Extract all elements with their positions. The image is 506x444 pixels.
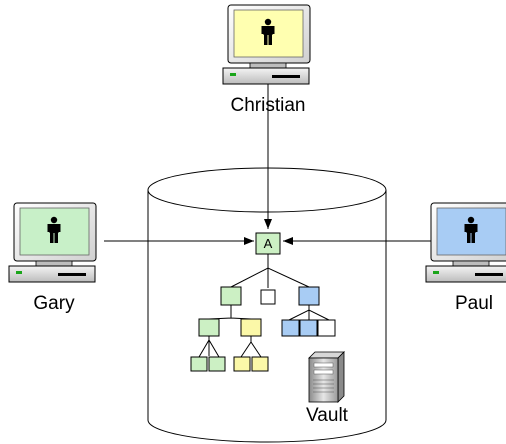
vault-label: Vault	[306, 405, 349, 426]
tree-node-white[interactable]	[260, 289, 276, 305]
tree-node-root[interactable]	[255, 232, 281, 255]
tree-leaf-green-1[interactable]	[190, 356, 208, 372]
document-tree: A	[190, 232, 336, 372]
tree-leaf-blue-1[interactable]	[281, 319, 300, 337]
tree-node-root-label: A	[264, 236, 273, 251]
tree-leaf-yellow-1[interactable]	[233, 356, 251, 372]
tree-node-blue[interactable]	[298, 286, 320, 306]
tree-leaf-blue-2[interactable]	[299, 319, 318, 337]
workstation-gary[interactable]	[8, 202, 97, 283]
user-name-christian: Christian	[231, 95, 306, 116]
tree-node-green-child[interactable]	[198, 318, 220, 337]
tree-node-yellow-child[interactable]	[240, 318, 262, 337]
tree-leaf-yellow-2[interactable]	[251, 356, 269, 372]
workstation-christian[interactable]	[222, 4, 311, 85]
user-name-paul: Paul	[455, 293, 493, 314]
tree-connectors	[198, 254, 330, 358]
user-name-gary: Gary	[33, 293, 75, 314]
tree-leaf-white[interactable]	[317, 319, 336, 337]
tree-node-green[interactable]	[220, 286, 242, 306]
server-icon	[308, 351, 345, 403]
connection-arrows	[104, 84, 431, 245]
workstation-paul[interactable]	[425, 202, 506, 283]
tree-leaf-green-2[interactable]	[208, 356, 226, 372]
vault-cylinder	[147, 167, 387, 443]
